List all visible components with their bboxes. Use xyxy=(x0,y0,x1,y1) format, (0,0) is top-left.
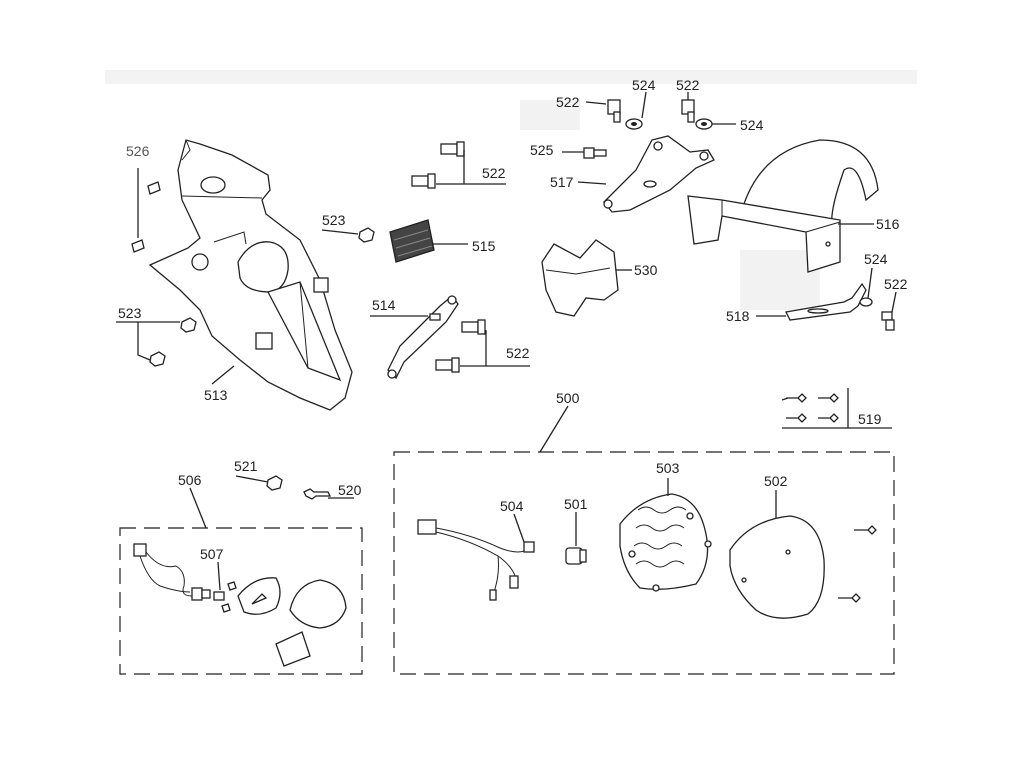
leader-524-a xyxy=(641,91,647,119)
callout-525: 525 xyxy=(530,142,554,158)
callout-522-a: 522 xyxy=(556,94,580,110)
license-light-parts xyxy=(133,543,347,667)
leader-522-a xyxy=(585,101,607,105)
screw-parts-500 xyxy=(838,525,877,603)
bolt-522-topright-parts xyxy=(607,99,695,123)
callout-500: 500 xyxy=(556,390,580,406)
callout-522-b: 522 xyxy=(676,77,700,93)
nut-521-part xyxy=(266,475,283,491)
leader-507 xyxy=(217,561,221,591)
callout-523-mid: 523 xyxy=(322,212,346,228)
bulb-501-part xyxy=(565,547,587,565)
reflector-515-part xyxy=(389,219,435,263)
leader-523-mid xyxy=(321,229,359,235)
bracket-514-part xyxy=(387,295,459,380)
callout-522-e: 522 xyxy=(884,276,908,292)
mudguard-516-part xyxy=(687,139,879,273)
leader-522-e xyxy=(891,291,897,313)
callout-524-b: 524 xyxy=(740,117,764,133)
header-band xyxy=(105,70,917,84)
leader-522-top xyxy=(436,150,506,185)
bolt-525-part xyxy=(583,147,607,159)
assembly-500-frame xyxy=(393,451,895,675)
rear-fender-part xyxy=(148,139,353,411)
callout-524-c: 524 xyxy=(864,251,888,267)
callout-522-mid: 522 xyxy=(506,345,530,361)
callout-502: 502 xyxy=(764,473,788,489)
callout-524-a: 524 xyxy=(632,77,656,93)
watermark xyxy=(520,100,820,310)
callout-514: 514 xyxy=(372,297,396,313)
screw-520-part xyxy=(303,488,332,500)
leader-519 xyxy=(782,388,892,429)
leader-524-c xyxy=(867,267,873,299)
callout-526: 526 xyxy=(126,143,150,159)
bolt-522-top-parts xyxy=(411,141,465,189)
housing-503-part xyxy=(619,493,712,592)
callout-517: 517 xyxy=(550,174,574,190)
callout-501: 501 xyxy=(564,496,588,512)
screw-519-parts xyxy=(781,393,839,423)
leader-522-mid xyxy=(460,330,530,367)
cover-530-part xyxy=(541,239,619,317)
callout-530: 530 xyxy=(634,262,658,278)
washer-524-right-part xyxy=(859,297,895,331)
lens-502-part xyxy=(729,515,825,619)
leader-504 xyxy=(513,513,525,543)
callout-507: 507 xyxy=(200,546,224,562)
callout-516: 516 xyxy=(876,216,900,232)
harness-504-part xyxy=(417,519,535,601)
leader-506 xyxy=(189,487,207,529)
leader-513 xyxy=(211,365,235,385)
callout-504: 504 xyxy=(500,498,524,514)
leader-521 xyxy=(235,475,269,483)
callout-506: 506 xyxy=(178,472,202,488)
leader-517 xyxy=(577,181,607,185)
assembly-506-frame xyxy=(119,527,363,675)
washer-524-top-parts xyxy=(625,118,713,130)
callout-523-left: 523 xyxy=(118,305,142,321)
bolt-522-mid-parts xyxy=(435,319,486,373)
nut-523-mid xyxy=(358,227,375,243)
callout-519: 519 xyxy=(858,411,882,427)
plate-518-part xyxy=(785,282,867,321)
callout-518: 518 xyxy=(726,308,750,324)
callout-503: 503 xyxy=(656,460,680,476)
leader-523-left xyxy=(116,321,180,361)
callout-515: 515 xyxy=(472,238,496,254)
leader-500 xyxy=(539,405,569,453)
bracket-517-part xyxy=(603,135,715,213)
nut-523-parts xyxy=(149,317,197,367)
callout-521: 521 xyxy=(234,458,258,474)
clip-526-parts xyxy=(131,181,161,253)
callout-522-top: 522 xyxy=(482,165,506,181)
callout-513: 513 xyxy=(204,387,228,403)
callout-520: 520 xyxy=(338,482,362,498)
